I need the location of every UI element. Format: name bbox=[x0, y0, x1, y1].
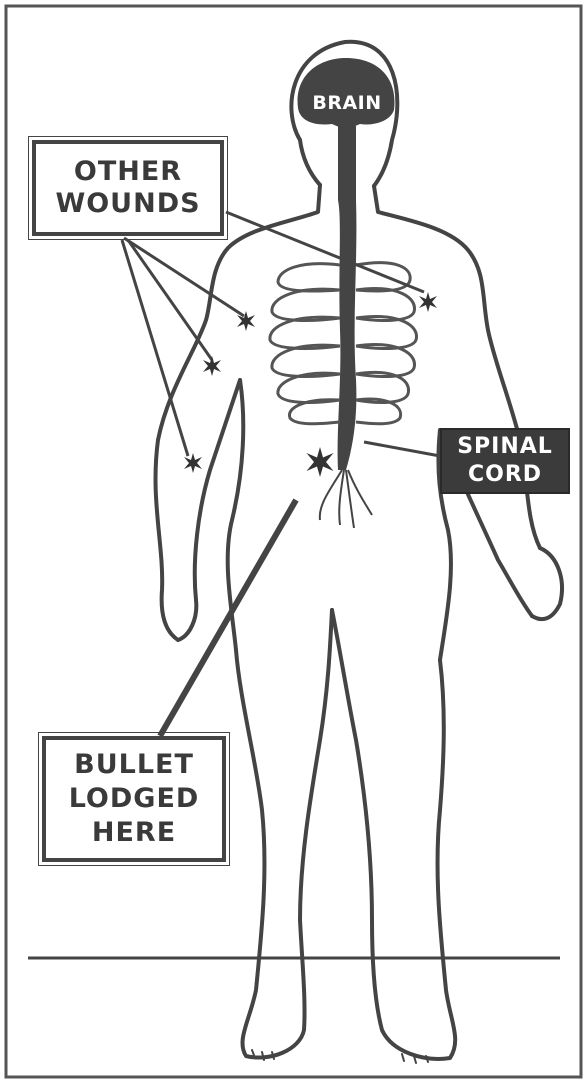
spinal-cord-label: SPINAL CORD bbox=[457, 433, 553, 489]
spinal-cord bbox=[338, 126, 357, 470]
bullet-label-box: BULLET LODGED HERE bbox=[42, 736, 226, 862]
brain-label: BRAIN bbox=[300, 92, 394, 114]
wound-star-icon bbox=[203, 356, 221, 376]
other-wounds-label: OTHER WOUNDS bbox=[55, 156, 200, 220]
leader-other-wounds-shoulder bbox=[226, 212, 424, 292]
bullet-star-icon bbox=[307, 447, 334, 477]
spinal-cord-label-box: SPINAL CORD bbox=[440, 428, 570, 494]
wound-star-icon bbox=[419, 292, 437, 312]
bullet-label: BULLET LODGED HERE bbox=[69, 748, 200, 850]
other-wounds-label-box: OTHER WOUNDS bbox=[32, 140, 224, 236]
leader-spinal-cord bbox=[364, 442, 440, 456]
nerve-branches bbox=[320, 470, 372, 528]
